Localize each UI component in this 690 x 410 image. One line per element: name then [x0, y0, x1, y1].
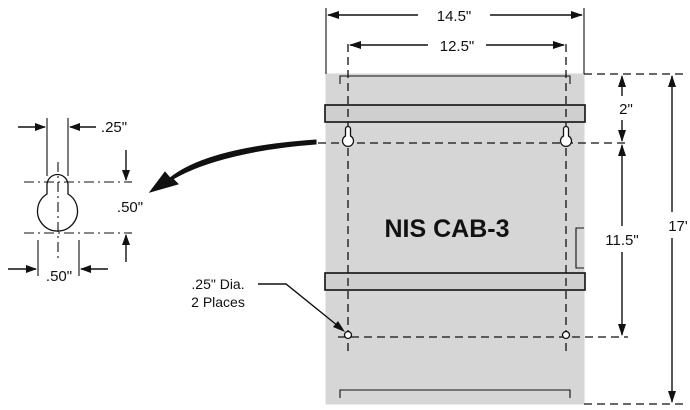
- right-dimension-extensions: [584, 73, 688, 405]
- overall-height-dimension: 17': [668, 75, 688, 403]
- arrow-left-icon: [69, 123, 80, 131]
- hole-note-leader: [258, 283, 344, 331]
- arrow-left-icon: [327, 11, 339, 19]
- arrow-left-icon: [349, 41, 361, 49]
- overall-width-label: 14.5": [437, 8, 472, 25]
- lower-left-hole: [343, 330, 353, 340]
- cabinet-bottom-lip: [339, 389, 571, 398]
- arrow-down-icon: [618, 324, 626, 336]
- hole-note-quantity: 2 Places: [191, 294, 245, 310]
- arrow-up-icon: [618, 75, 626, 87]
- arrow-down-icon: [668, 391, 676, 403]
- upper-mounting-rail: [324, 104, 586, 123]
- arrow-up-icon: [122, 234, 130, 245]
- cabinet-title: NIS CAB-3: [384, 215, 509, 243]
- arrow-up-icon: [618, 144, 626, 156]
- overall-width-dimension: 14.5": [325, 8, 585, 74]
- top-offset-label: 2": [619, 101, 633, 118]
- hole-centerlines: [318, 44, 628, 352]
- hole-spacing-width-dimension: 12.5": [349, 38, 565, 55]
- upper-right-keyhole: [559, 125, 573, 148]
- head-diameter-label: .50": [46, 268, 72, 285]
- hole-spacing-width-label: 12.5": [440, 38, 475, 55]
- hole-note-diameter: .25" Dia.: [191, 276, 244, 292]
- lower-mounting-rail: [324, 272, 586, 291]
- slot-width-label: .25": [101, 119, 127, 136]
- arrow-right-icon: [35, 123, 46, 131]
- arrow-right-icon: [553, 41, 565, 49]
- arrow-down-icon: [122, 170, 130, 181]
- hole-spacing-height-label: 11.5": [605, 232, 638, 249]
- slot-length-label: .50": [117, 199, 143, 216]
- arrow-right-icon: [26, 265, 37, 273]
- lower-holes: [343, 330, 571, 340]
- leader-arrow-icon: [333, 321, 345, 332]
- detail-callout-arrow: [148, 139, 317, 193]
- cabinet-latch-notch: [575, 227, 584, 269]
- overall-height-label: 17': [668, 218, 688, 235]
- lower-right-hole: [561, 330, 571, 340]
- keyhole-detail: .25" .50" .50": [8, 118, 143, 285]
- hole-spacing-height-dimension: 11.5": [605, 144, 639, 336]
- curved-arrow-icon: [148, 139, 317, 193]
- arrow-right-icon: [571, 11, 583, 19]
- top-offset-dimension: 2": [618, 75, 633, 142]
- upper-left-keyhole: [341, 125, 355, 148]
- hole-note: .25" Dia. 2 Places: [191, 276, 345, 332]
- cabinet-panel: NIS CAB-3: [324, 73, 586, 405]
- arrow-up-icon: [668, 75, 676, 87]
- upper-keyholes: [341, 125, 573, 148]
- arrow-down-icon: [618, 130, 626, 142]
- cabinet-top-lip: [339, 75, 571, 84]
- cabinet-body: [325, 73, 585, 405]
- arrow-left-icon: [80, 265, 91, 273]
